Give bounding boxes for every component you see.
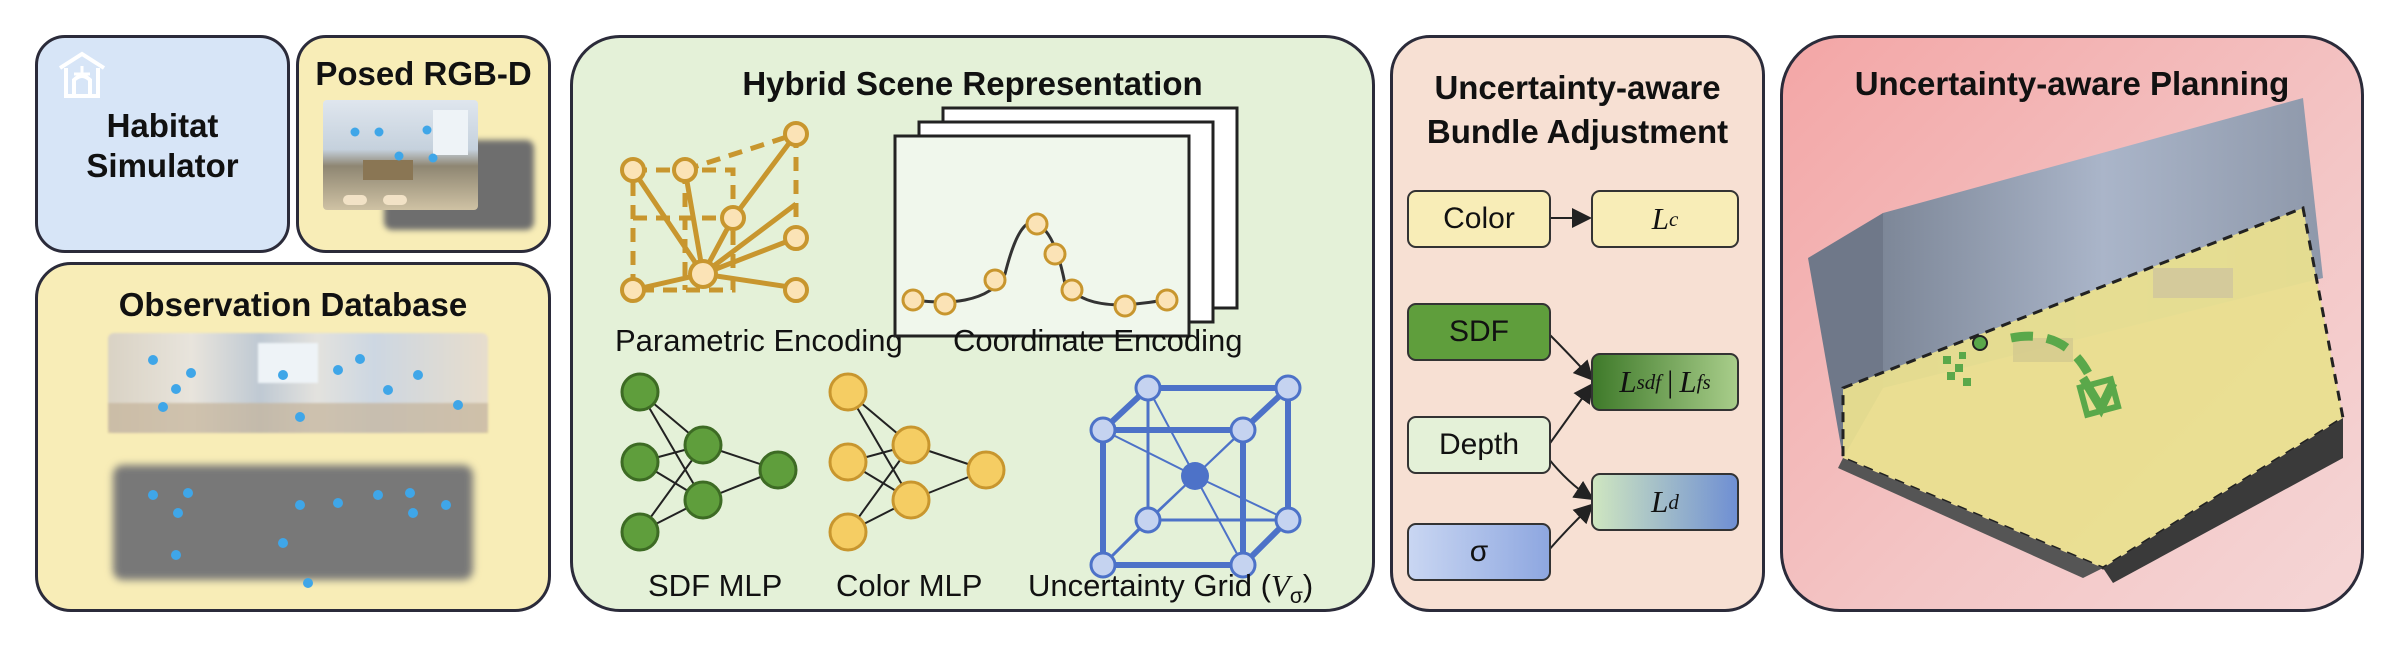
coordinate-encoding-label: Coordinate Encoding bbox=[953, 323, 1243, 358]
depth-input-box: Depth bbox=[1407, 416, 1551, 474]
hybrid-scene-title: Hybrid Scene Representation bbox=[742, 65, 1203, 102]
color-mlp-label: Color MLP bbox=[836, 568, 983, 603]
bundle-adjustment-title: Uncertainty-aware Bundle Adjustment bbox=[1426, 69, 1729, 150]
posed-rgbd-panel: Posed RGB-D bbox=[296, 35, 551, 253]
observation-camera-points bbox=[148, 354, 463, 588]
parametric-encoding-graph bbox=[620, 121, 809, 303]
bundle-adjustment-panel: Uncertainty-aware Bundle Adjustment Colo… bbox=[1390, 35, 1765, 612]
uncertainty-grid-cube bbox=[1089, 374, 1302, 579]
color-input-box: Color bbox=[1407, 190, 1551, 248]
hybrid-scene-panel: Hybrid Scene Representation Parametric E… bbox=[570, 35, 1375, 612]
planning-panel: Uncertainty-aware Planning bbox=[1780, 35, 2364, 612]
observation-database-title: Observation Database bbox=[118, 286, 468, 323]
rgb-image bbox=[323, 100, 478, 210]
sdf-mlp-network bbox=[620, 372, 798, 552]
coordinate-encoding-stack bbox=[893, 106, 1239, 338]
parametric-encoding-label: Parametric Encoding bbox=[615, 323, 903, 358]
depth-observations bbox=[113, 465, 473, 580]
sdf-mlp-label: SDF MLP bbox=[648, 568, 783, 603]
uncertainty-grid-label: Uncertainty Grid (Vσ) bbox=[1028, 568, 1314, 609]
building-icon bbox=[58, 51, 106, 98]
habitat-simulator-panel: Habitat Simulator bbox=[35, 35, 290, 253]
habitat-title: Habitat Simulator bbox=[86, 107, 239, 184]
color-mlp-network bbox=[828, 372, 1006, 552]
bundle-connectors bbox=[1547, 208, 1595, 552]
sdf-input-box: SDF bbox=[1407, 303, 1551, 361]
posed-rgbd-title: Posed RGB-D bbox=[315, 55, 532, 92]
camera-points bbox=[350, 125, 438, 163]
planning-title: Uncertainty-aware Planning bbox=[1854, 65, 2290, 102]
sigma-input-box: σ bbox=[1407, 523, 1551, 581]
reconstructed-scene bbox=[1808, 98, 2345, 583]
observation-database-panel: Observation Database bbox=[35, 262, 551, 612]
